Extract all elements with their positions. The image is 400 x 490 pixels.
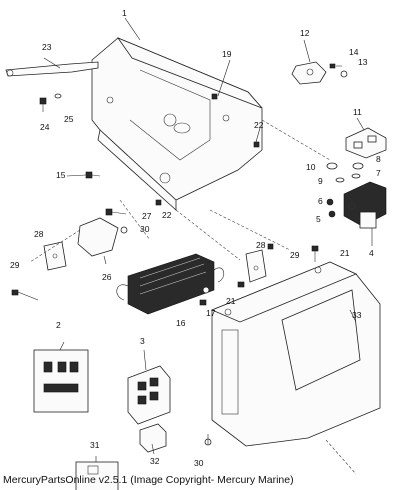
callout-8: 8 xyxy=(376,154,381,164)
callout-32: 32 xyxy=(150,456,160,466)
mounting-bracket xyxy=(91,37,263,211)
decal-sheet xyxy=(33,349,89,413)
grommet-30-upper xyxy=(120,226,128,234)
callout-11: 11 xyxy=(353,107,362,117)
regulator-module xyxy=(116,253,225,315)
callout-13: 13 xyxy=(358,57,368,67)
callout-4: 4 xyxy=(369,248,374,258)
screw-29-left xyxy=(11,289,19,296)
callout-9: 9 xyxy=(318,176,323,186)
electrical-box xyxy=(210,261,381,447)
screw-29-right xyxy=(267,243,274,250)
cover-plate xyxy=(77,217,119,265)
callout-31: 31 xyxy=(90,440,100,450)
callout-23: 23 xyxy=(42,42,52,52)
screw-19 xyxy=(211,93,218,100)
callout-5: 5 xyxy=(316,214,321,224)
callout-6: 6 xyxy=(318,196,323,206)
callout-21-lower: 21 xyxy=(226,296,236,306)
callout-2: 2 xyxy=(56,320,61,330)
callout-28-left: 28 xyxy=(34,229,44,239)
callout-7: 7 xyxy=(376,168,381,178)
relay-cover xyxy=(345,127,387,159)
callout-1: 1 xyxy=(122,8,127,18)
screw-22-lower xyxy=(155,199,162,206)
callout-25: 25 xyxy=(64,114,74,124)
screw-17 xyxy=(199,299,207,306)
washer-18 xyxy=(202,286,210,294)
callout-22-upper: 22 xyxy=(254,120,264,130)
callout-10: 10 xyxy=(306,162,316,172)
callout-16: 16 xyxy=(176,318,186,328)
callout-29-left: 29 xyxy=(10,260,20,270)
callout-12: 12 xyxy=(300,28,310,38)
callout-33: 33 xyxy=(352,310,362,320)
support-arm xyxy=(5,57,99,77)
parts-bag-31 xyxy=(75,461,119,490)
screw-21-lower xyxy=(237,281,245,288)
screw-27 xyxy=(105,208,127,216)
washer-25 xyxy=(54,93,62,99)
screw-15 xyxy=(85,171,101,179)
callout-28-right: 28 xyxy=(256,240,266,250)
nut-13 xyxy=(340,70,348,78)
callout-30-upper: 30 xyxy=(140,224,150,234)
screw-24 xyxy=(39,97,47,112)
screw-21-upper xyxy=(311,245,319,262)
screw-22-upper xyxy=(253,141,260,148)
assembly-lines xyxy=(29,119,357,475)
callout-21-upper: 21 xyxy=(340,248,350,258)
callout-19: 19 xyxy=(222,49,232,59)
callout-30-lower: 30 xyxy=(194,458,204,468)
relay-hardware xyxy=(326,162,364,218)
bracket-28-right xyxy=(245,249,267,283)
relay-bracket-12 xyxy=(291,61,327,85)
callout-29-right: 29 xyxy=(290,250,300,260)
callout-22-lower: 22 xyxy=(162,210,172,220)
callout-labels: 1 23 24 25 19 22 12 14 13 11 10 8 9 7 6 … xyxy=(10,8,381,468)
callout-27: 27 xyxy=(142,211,152,221)
bracket-28-left xyxy=(43,241,67,271)
fuse-block xyxy=(127,365,171,425)
leader-lines xyxy=(17,17,365,462)
copyright-caption: MercuryPartsOnline v2.5.1 (Image Copyrig… xyxy=(3,474,294,486)
callout-17: 17 xyxy=(206,308,216,318)
callout-15: 15 xyxy=(56,170,66,180)
callout-3: 3 xyxy=(140,336,145,346)
solenoid-relay xyxy=(343,181,387,246)
callout-24: 24 xyxy=(40,122,50,132)
screw-14 xyxy=(329,63,342,69)
callout-14: 14 xyxy=(349,47,359,57)
callout-26: 26 xyxy=(102,272,112,282)
connector-32 xyxy=(139,423,167,453)
